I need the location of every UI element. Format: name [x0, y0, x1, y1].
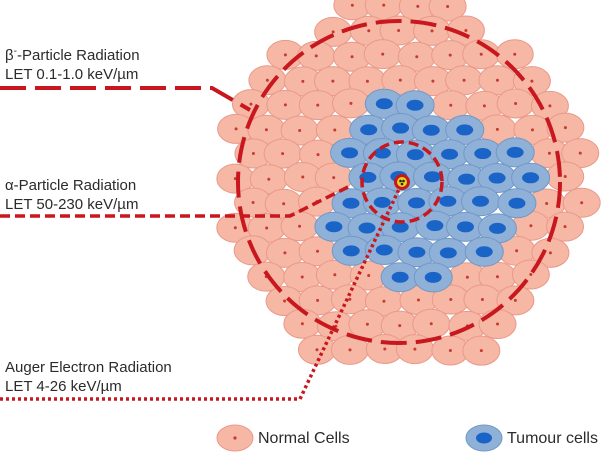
normal-cell: [412, 308, 451, 339]
tumour-cell: [331, 188, 371, 219]
normal-cell: [283, 308, 322, 339]
normal-cell: [511, 259, 550, 290]
tumour-cell: [413, 262, 453, 293]
tumour-cell: [447, 164, 487, 195]
alpha-leader-line: [0, 185, 349, 218]
tumour-cell: [430, 139, 470, 170]
normal-cell: [234, 187, 273, 218]
alpha-radiation-title: α-Particle Radiation: [5, 177, 137, 194]
tumour-cell: [477, 163, 517, 194]
tumour-cell-layer: [314, 88, 551, 293]
auger-leader-line: [0, 184, 403, 401]
alpha-range-circle: [360, 140, 444, 224]
normal-cell: [546, 161, 585, 192]
normal-cell: [546, 112, 585, 143]
normal-cell: [363, 39, 402, 70]
legend-tumour-cells: [465, 424, 503, 452]
normal-cell: [496, 88, 535, 119]
normal-cell: [513, 114, 552, 145]
normal-cell: [512, 66, 551, 97]
normal-cell: [561, 138, 600, 169]
normal-cell: [462, 335, 501, 366]
beta-range-circle: [236, 19, 562, 345]
tumour-cell: [497, 188, 537, 219]
auger-radiation-let: LET 4-26 keV/µm: [5, 378, 122, 395]
normal-cell: [495, 39, 534, 70]
radionuclide-source: [394, 174, 410, 190]
normal-cell: [266, 89, 305, 120]
normal-cell: [330, 284, 369, 315]
normal-cell: [428, 0, 467, 22]
tumour-cell: [445, 211, 485, 242]
tumour-cell: [380, 262, 420, 293]
tumour-cell: [348, 162, 388, 193]
tumour-cell: [461, 186, 501, 217]
auger-radiation-title: Auger Electron Radiation: [5, 359, 172, 376]
normal-cell: [298, 90, 337, 121]
tumour-cell: [445, 114, 485, 145]
tumour-cell: [428, 186, 468, 217]
tumour-cell: [464, 236, 504, 267]
tumour-cell: [397, 237, 437, 268]
normal-cell: [496, 285, 535, 316]
tumour-cell: [330, 137, 370, 168]
tumour-cell: [364, 235, 404, 266]
alpha-radiation-let: LET 50-230 keV/µm: [5, 196, 139, 213]
beta-radiation-let: LET 0.1-1.0 keV/µm: [5, 66, 139, 83]
normal-cell: [478, 309, 517, 340]
normal-cell: [562, 187, 601, 218]
beta-leader-line: [0, 86, 252, 112]
normal-cell: [280, 211, 319, 242]
beta-radiation-title: β--Particle Radiation: [5, 46, 140, 65]
legend-normal-cells: [216, 424, 254, 452]
normal-cell: [530, 90, 569, 121]
tumour-cell: [381, 113, 421, 144]
legend-normal-label: Normal Cells: [258, 430, 350, 447]
normal-cell: [331, 88, 370, 119]
tumour-cell: [495, 137, 535, 168]
tumour-cell: [511, 162, 551, 193]
legend-tumour-label: Tumour cells: [507, 430, 598, 447]
tumour-cell: [411, 115, 451, 146]
tumour-cell: [397, 187, 437, 218]
normal-cell: [313, 66, 352, 97]
